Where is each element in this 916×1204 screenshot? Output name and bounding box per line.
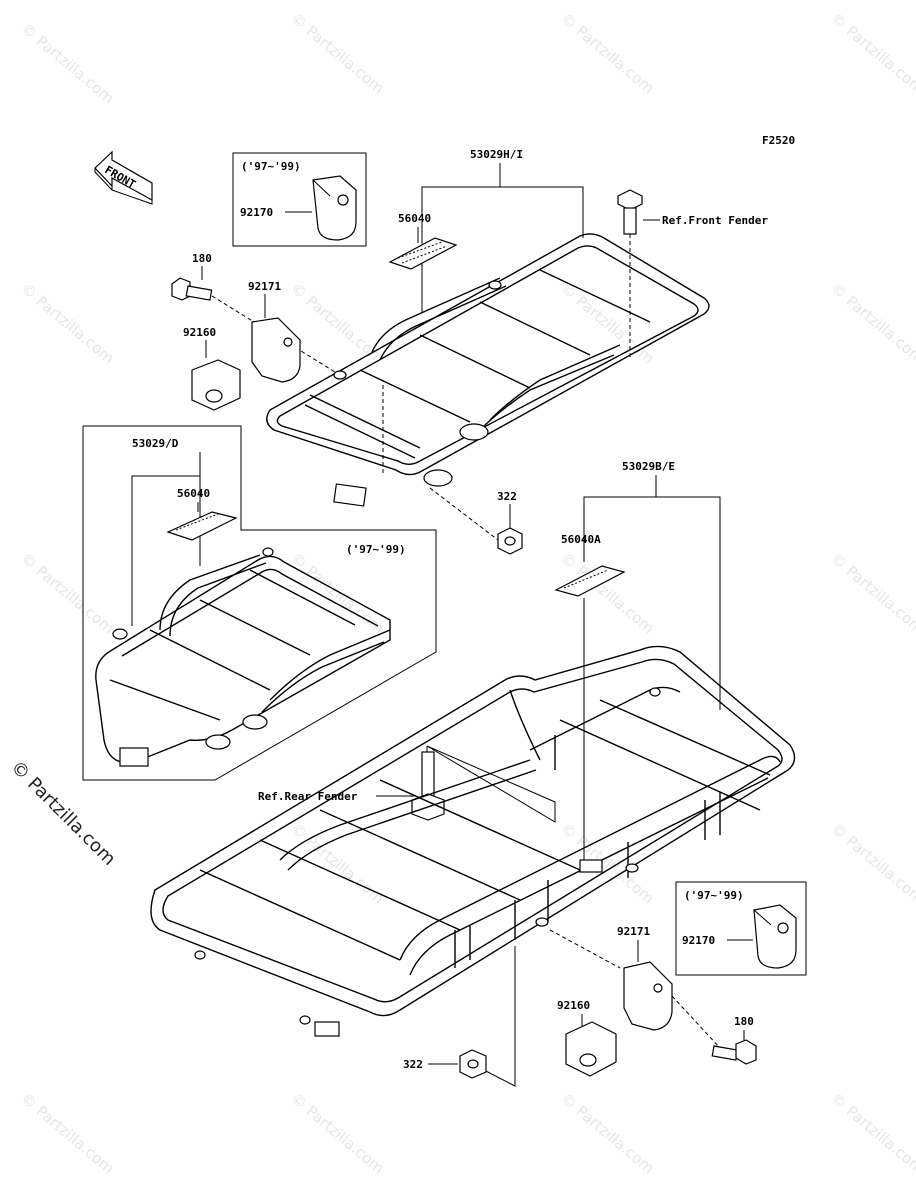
rear-alt-clamp-box — [675, 881, 807, 976]
watermark-text: © Partzilla.com — [557, 9, 657, 97]
leader-line — [500, 186, 584, 238]
rear-fender-bolt — [411, 751, 445, 821]
watermark-text: © Partzilla.com — [557, 279, 657, 367]
diagram-code: F2520 — [762, 134, 795, 147]
watermark-text: © Partzilla.com — [827, 9, 916, 97]
front-carrier-label: 53029H/I — [470, 148, 523, 161]
rear-box-years: ('97~'99) — [684, 889, 744, 902]
leader-line — [426, 745, 556, 823]
front-bolt-part — [171, 277, 213, 301]
rear-carrier-label: 53029B/E — [622, 460, 675, 473]
watermark-text: © Partzilla.com — [17, 19, 117, 107]
watermark-text: © Partzilla.com — [287, 279, 387, 367]
rear-nut-part — [459, 1049, 487, 1079]
leader-line — [421, 163, 501, 313]
watermark-text: © Partzilla.com — [17, 1089, 117, 1177]
watermark-text: © Partzilla.com — [557, 819, 657, 907]
watermark-text: © Partzilla.com — [287, 1089, 387, 1177]
alt-mat-label: 56040 — [177, 487, 210, 500]
watermark-text: © Partzilla.com — [827, 819, 916, 907]
watermark-text: © Partzilla.com — [287, 819, 387, 907]
watermark-text: © Partzilla.com — [827, 549, 916, 637]
rear-clamp-cushion-label: 92160 — [557, 999, 590, 1012]
rear-bolt-part — [711, 1039, 757, 1065]
rear-box-clamp-part — [753, 904, 797, 969]
front-mat-label: 56040 — [398, 212, 431, 225]
alt-box-years: ('97~'99) — [346, 543, 406, 556]
alt-carrier-label: 53029/D — [132, 437, 179, 450]
front-mat-part — [388, 237, 458, 270]
front-clamp-cushion-label: 92160 — [183, 326, 216, 339]
front-ref-fender-label: Ref.Front Fender — [662, 214, 768, 227]
watermark-text: © Partzilla.com — [557, 1089, 657, 1177]
front-arrow-icon: FRONT — [94, 150, 153, 205]
rear-nut-label: 322 — [403, 1058, 423, 1071]
alt-carrier-rack — [95, 547, 391, 767]
watermark-text: © Partzilla.com — [287, 9, 387, 97]
watermark-text: © Partzilla.com — [827, 1089, 916, 1177]
front-clamp-cushion-part — [191, 359, 241, 411]
front-bolt-label: 180 — [192, 252, 212, 265]
front-carrier-rack — [266, 233, 710, 507]
rear-box-clamp-label: 92170 — [682, 934, 715, 947]
watermark-text: © Partzilla.com — [287, 549, 387, 637]
rear-bracket-part — [623, 961, 673, 1031]
front-alt-clamp-box — [232, 152, 367, 247]
rear-mat-part — [554, 565, 626, 597]
watermark-text: © Partzilla.com — [17, 549, 117, 637]
alt-mat-part — [166, 511, 238, 541]
front-fender-bolt — [617, 189, 643, 235]
front-bracket-label: 92171 — [248, 280, 281, 293]
watermark-text: © Partzilla.com — [17, 279, 117, 367]
rear-bolt-label: 180 — [734, 1015, 754, 1028]
front-bracket-part — [251, 317, 301, 383]
front-box-years: ('97~'99) — [241, 160, 301, 173]
side-watermark: © Partzilla.com — [6, 757, 119, 870]
front-box-clamp-part — [312, 175, 357, 241]
alt-carrier-box — [82, 425, 437, 781]
rear-bracket-label: 92171 — [617, 925, 650, 938]
watermark-text: © Partzilla.com — [827, 279, 916, 367]
front-nut-part — [497, 527, 523, 555]
front-nut-label: 322 — [497, 490, 517, 503]
rear-carrier-rack — [150, 645, 796, 1037]
rear-mat-label: 56040A — [561, 533, 601, 546]
rear-ref-fender-label: Ref.Rear Fender — [258, 790, 358, 803]
front-box-clamp-label: 92170 — [240, 206, 273, 219]
rear-clamp-cushion-part — [565, 1021, 617, 1077]
